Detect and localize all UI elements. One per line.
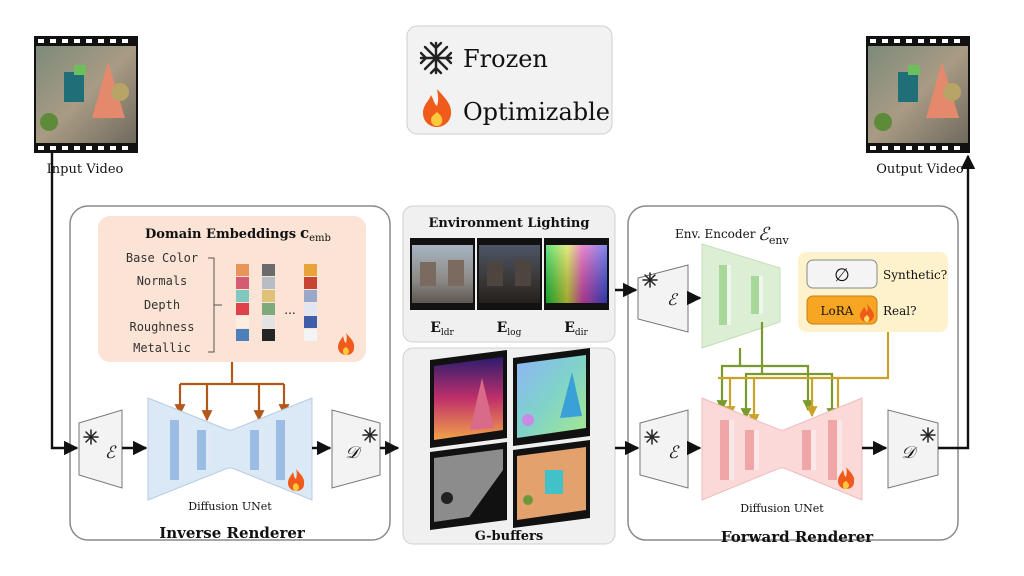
gbuffer-roughness — [430, 442, 507, 530]
embedding-vector-n — [304, 264, 317, 341]
flame-icon — [338, 333, 355, 355]
environment-lighting-title: Environment Lighting — [429, 216, 590, 231]
gbuffer-basecolor — [513, 440, 590, 528]
gbuffer-depth — [430, 350, 507, 448]
env-map-ldr — [410, 238, 475, 310]
domain-embeddings-box: Domain Embeddings cemb Base Color Normal… — [98, 216, 366, 362]
inverse-renderer-title: Inverse Renderer — [159, 524, 306, 542]
legend-optimizable-label: Optimizable — [463, 98, 610, 126]
inverse-decoder: 𝒟 — [331, 409, 381, 489]
flame-icon — [423, 89, 452, 127]
forward-diffusion-unet — [701, 397, 863, 501]
flame-icon — [288, 469, 305, 491]
env-encoder-symbol: ℰenv — [758, 224, 790, 247]
embedding-injection-arrows — [174, 362, 290, 422]
gbuffers-panel: G-buffers — [402, 347, 616, 545]
inverse-unet-label: Diffusion UNet — [188, 500, 272, 513]
env-encoder-block — [701, 243, 781, 349]
embedding-item-roughness: Roughness — [129, 320, 194, 334]
input-video-filmstrip — [34, 36, 138, 153]
snowflake-icon — [83, 429, 99, 445]
embedding-vector-1 — [236, 264, 249, 341]
gbuffers-title: G-buffers — [475, 529, 543, 544]
inverse-diffusion-unet — [147, 397, 313, 501]
legend-frozen-label: Frozen — [463, 45, 548, 73]
flame-icon — [838, 467, 855, 489]
embedding-item-base-color: Base Color — [126, 251, 198, 265]
inverse-renderer-panel: Inverse Renderer Domain Embeddings cemb … — [69, 205, 391, 542]
domain-condition-box: ∅ Synthetic? LoRA Real? — [798, 252, 948, 332]
encoder-symbol: ℰ — [105, 443, 117, 463]
null-embedding-box — [806, 259, 878, 289]
env-label-dir: Edir — [564, 320, 588, 338]
lora-box — [806, 295, 878, 325]
environment-lighting-panel: Environment Lighting Eldr Elog Edir — [402, 205, 616, 343]
snowflake-icon — [644, 429, 660, 445]
domain-embeddings-title: Domain Embeddings — [145, 227, 296, 242]
env-label-ldr: Eldr — [430, 320, 454, 338]
input-video-label: Input Video — [47, 162, 124, 177]
embedding-item-normals: Normals — [137, 274, 188, 288]
env-map-log — [477, 238, 542, 310]
main-flow-arrows — [50, 153, 976, 456]
empty-set-symbol: ∅ — [834, 265, 850, 286]
forward-env-encoder-e: ℰ — [637, 264, 689, 333]
flame-icon — [860, 304, 874, 322]
synthetic-label: Synthetic? — [883, 268, 947, 282]
encoder-symbol: ℰ — [668, 443, 680, 463]
inverse-encoder: ℰ — [78, 409, 123, 489]
decoder-symbol: 𝒟 — [901, 443, 918, 463]
forward-renderer-panel: Forward Renderer Env. Encoder ℰenv ℰ ∅ — [627, 205, 959, 546]
domain-embeddings-symbol: cemb — [300, 224, 331, 244]
real-label: Real? — [883, 304, 917, 318]
embedding-ellipsis: ... — [284, 303, 295, 317]
forward-unet-label: Diffusion UNet — [740, 502, 824, 515]
env-encoder-label: Env. Encoder — [675, 227, 756, 241]
forward-encoder: ℰ — [639, 409, 689, 489]
output-video-label: Output Video — [876, 162, 964, 177]
gbuffer-normals — [513, 348, 590, 446]
snowflake-icon — [920, 427, 936, 443]
embedding-bracket — [208, 257, 222, 353]
embedding-item-depth: Depth — [144, 298, 180, 312]
decoder-symbol: 𝒟 — [345, 443, 362, 463]
output-video-filmstrip — [866, 36, 970, 153]
embedding-vector-2 — [262, 264, 275, 341]
embedding-item-metallic: Metallic — [133, 341, 191, 355]
lora-label: LoRA — [821, 304, 854, 318]
forward-decoder: 𝒟 — [887, 409, 939, 489]
snowflake-icon — [419, 41, 453, 75]
lighting-condition-arrows — [716, 322, 890, 426]
snowflake-icon — [362, 427, 378, 443]
env-label-log: Elog — [497, 320, 522, 338]
snowflake-icon — [642, 272, 658, 288]
legend: Frozen Optimizable — [406, 25, 613, 135]
env-map-dir — [544, 238, 609, 310]
forward-renderer-title: Forward Renderer — [721, 528, 874, 546]
encoder-symbol: ℰ — [667, 290, 679, 309]
